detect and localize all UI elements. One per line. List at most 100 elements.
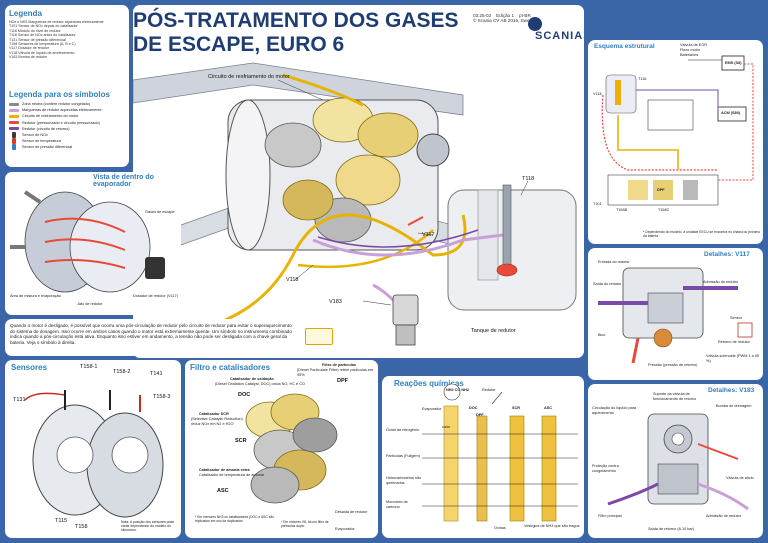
footnote-2: * Em motores V8, há um filtro de partícu… [281,520,329,528]
scr-sub: (Selective Catalytic Reduction) reduz NO… [191,417,243,426]
v117-panel: Detalhes: V117 Saída do redutor Admissão… [588,248,763,380]
v117-sensor: Sensor [730,316,743,320]
legend-panel: Legenda NOx e NH3 Margueiras de redutor … [5,5,129,167]
symbol-row: Sensor de pressão diferencial [9,144,127,151]
stage-dpf: DPF [476,413,484,417]
row-nox: Óxido de nitrogênio [386,428,419,432]
legend-item: V117 Dosador de redutor [9,46,50,51]
v183-panel: Detalhes: V183 Suporte da válvula de fun… [588,384,763,538]
reactions-panel: Reações químicas NH2 CO NH2 Redutor Evap… [382,376,584,538]
v183-relief: Válvula de alívio [726,476,754,480]
legend-nh3: Vestígios de NH3 que são tragos [524,524,580,528]
schem-flow: Fluxo motor [680,48,701,52]
schematic-diagram [601,55,754,206]
scania-logo [528,17,542,31]
v183-circulation: Circulação do líquido para aquecimento [592,406,637,415]
label-coolant-circuit: Circuito de resfriamento do motor [208,74,290,80]
legend-item: V183 Bomba de redutor [9,55,48,60]
evap-label-mix: Área de mistura e evaporação [10,294,61,298]
evap-label-gas: Gases de escape [145,210,175,214]
evaporator-illustration [10,190,165,293]
v117-illustration [598,267,753,364]
doc-label: DOC [238,392,251,398]
filter-panel: Filtro e catalisadores Catalisador de ox… [185,360,378,538]
asc-title: Catalisador de amonia extra [199,468,250,472]
nox-sensor-icon [12,132,16,139]
schem-egr: Válvula de EGR [680,43,708,47]
legend-item: V118 Válvula de líquido de arrefecimento [9,50,75,55]
sensors-panel: Sensores T158-1 T158-2 T141 T131 T158-3 … [5,360,181,538]
label-tank: Tanque de redutor [471,328,516,334]
v117-intake: Admissão do redutor [703,280,739,284]
label-v118: V118 [286,277,299,283]
asc-label: ASC [217,488,229,494]
schematic-title: Esquema estrutural [594,43,655,50]
reaction-heat: calor [442,425,451,429]
sensor-t158-1: T158-1 [80,364,98,370]
dpf-label: DPF [337,378,348,384]
v117-outlet: Saída do redutor [593,282,622,286]
pressure-sensor-icon [12,144,16,151]
label-t118: T118 [522,176,535,182]
stage-scr: SCR [512,406,521,410]
main-panel: PÓS-TRATAMENTO DOS GASES DE ESCAPE, EURO… [133,5,584,358]
main-illustration [133,62,577,346]
doc-info: 03:25-02 Edição 1 pt-BR © Scania CV AB 2… [473,13,579,23]
symbols-list: Zona neutra (contém redutor congelado) M… [9,101,127,151]
filter-title: Filtro e catalisadores [190,363,271,372]
post-circulation-note: Quando o motor é desligado, é possível q… [5,319,341,356]
sensors-title: Sensores [11,363,48,372]
v117-pressure: Pressão (pressão de retorno) [648,363,698,367]
sensor-t115: T115 [55,518,68,524]
reactions-diagram [422,383,578,522]
schem-t101: T101 [593,202,602,206]
evap-label-jet: Jato de redutor [77,302,103,306]
doc-title: Catalisador de oxidação [230,377,274,381]
reaction-reductor: Redutor [482,388,496,392]
symbols-title: Legenda para os símbolos [9,90,110,99]
row-co: Monóxido de carbono [386,500,408,509]
v183-filter: Filtro principal [598,514,622,518]
schem-acm: ACM (S89) [721,111,740,115]
dpf-sub: (Diesel Particulate Filter) retém partíc… [297,368,374,377]
symbol-row: Redutor (circuito de retorno) [9,126,127,132]
scr-label: SCR [235,438,247,444]
v183-illustration [607,413,749,511]
reductor-tank [447,189,577,311]
reaction-evaporator: Evaporador [422,407,442,411]
swatch-reductor-return [9,127,19,131]
legend-list: NOx e NH3 Margueiras de redutor aquecida… [9,20,127,60]
evaporator-panel: Vista de dentro do evaporador Gases de e… [5,172,181,315]
schematic-panel: Esquema estrutural Válvula de EGR Fluxo … [588,40,763,244]
v117-return: Retorno de redutor [718,340,750,344]
schem-t158b: T158B [616,208,628,212]
label-v117: V117 [422,232,435,238]
battery-warning-icon [305,328,333,345]
outlet-label: Desaida de redutor [335,510,368,514]
sensor-t158: T158 [75,524,88,530]
schem-note: * Dependendo do modelo, a unidade EECU s… [643,230,761,238]
sensors-illustration [24,390,164,518]
symbol-row: Margueiras de redutor aquecidas eletrica… [9,107,127,113]
v183-return: Saída de retorno (8-10 bar) [648,527,695,531]
schem-t116: T116 [638,77,647,81]
row-soot: Partículas (Fuligem) [386,454,420,458]
schem-battery: Bateria/ms [680,53,699,57]
v183-frost: Proteção contra congelamento [592,464,619,473]
evap-label-doser: Dosador de redutor (V117) [133,294,178,298]
row-hc: Hidrocarbonetos não queimados [386,476,422,485]
silencer-body [225,97,450,251]
label-v183: V183 [329,299,342,305]
doc-edition: Edição 1 [496,13,515,18]
v117-nozzle: Bico [598,333,606,337]
temp-sensor-icon [12,138,16,145]
legend-item: NOx e NH3 Margueiras de redutor aquecida… [9,20,104,24]
legend-item: T116 Módulo do nível de redutor [9,28,61,33]
swatch-heated-hose [9,108,19,112]
sensors-note: Nota: A posição dos sensores pode variar… [121,520,175,532]
legend-item: T118 Sensor de NOx antes do catalisador [9,33,76,38]
doc-copyright: © Scania CV AB 2016, Sweden [473,18,538,23]
v117-solenoid: Válvula solenoide (PWM 1 a 95 %) [706,354,759,363]
v117-inlet: Entrada do redutor [598,260,630,264]
dpf-title: Filtro de partículas [322,363,356,367]
